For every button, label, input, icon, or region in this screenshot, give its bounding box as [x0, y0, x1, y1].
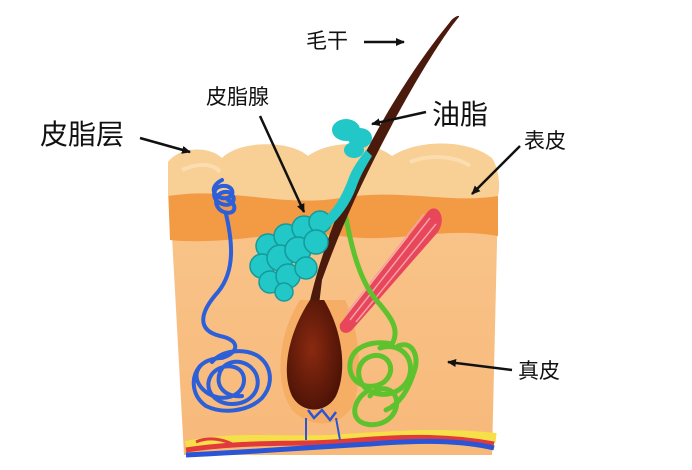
- arrow-epidermis: [471, 145, 521, 195]
- label-epidermis: 表皮: [524, 129, 566, 153]
- arrow-sebaceous-gland: [258, 115, 306, 213]
- label-sebum: 油脂: [432, 98, 488, 131]
- sebum-surface-layer: [168, 143, 500, 201]
- arrow-sebum-layer: [139, 136, 191, 154]
- arrector-pili-muscle: [339, 208, 442, 333]
- coiled-gland-tube: [343, 215, 419, 428]
- label-sebaceous-gland: 皮脂腺: [206, 85, 269, 109]
- sebum-droplet: [332, 119, 372, 158]
- label-sebum-layer: 皮脂层: [40, 118, 124, 151]
- blood-vessels: [184, 429, 497, 458]
- arrow-sebum: [371, 110, 427, 127]
- arrows: [139, 38, 521, 372]
- sebaceous-gland: [249, 150, 372, 302]
- sweat-gland: [191, 178, 272, 413]
- hair-shaft: [304, 15, 460, 330]
- arrow-dermis: [447, 359, 513, 372]
- label-hair-shaft: 毛干: [306, 29, 348, 53]
- hair-bulb: [286, 300, 343, 441]
- label-dermis: 真皮: [518, 359, 560, 383]
